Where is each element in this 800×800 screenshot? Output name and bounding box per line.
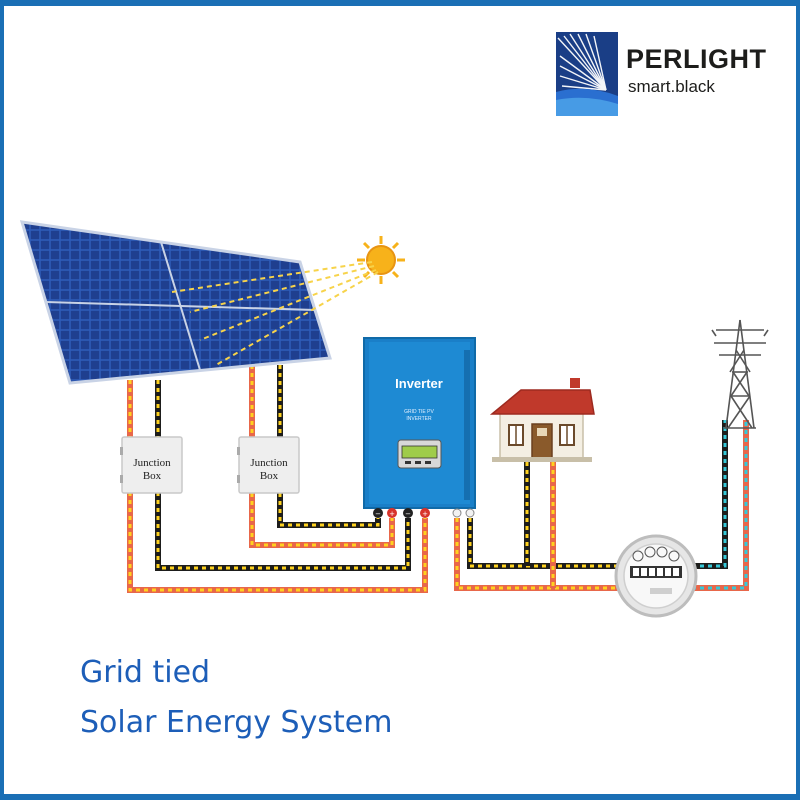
junction-box-2-label-line2: Box	[260, 470, 279, 482]
transmission-tower-icon	[711, 319, 769, 429]
brand-tagline: smart.black	[628, 77, 715, 96]
caption-line-1: Grid tied	[80, 655, 211, 690]
inverter-subtitle-2: INVERTER	[406, 416, 432, 422]
inverter-icon: Inverter GRID TIE PV INVERTER − + − +	[363, 337, 476, 518]
svg-text:+: +	[422, 510, 428, 518]
junction-box-1-label-line2: Box	[143, 470, 162, 482]
junction-box-1-label-line1: Junction	[133, 457, 171, 469]
svg-text:−: −	[375, 510, 381, 518]
house-icon	[489, 378, 595, 462]
brand-logo: PERLIGHT smart.black	[556, 32, 786, 116]
brand-name: PERLIGHT	[626, 44, 767, 74]
inverter-title: Inverter	[395, 376, 443, 391]
junction-box-2: Junction Box	[237, 436, 300, 494]
sun-icon	[357, 236, 405, 284]
solar-panel-icon	[19, 220, 379, 385]
inverter-subtitle-1: GRID TIE PV	[404, 409, 434, 415]
electric-meter-icon	[614, 534, 698, 618]
wire-ac-neutral	[467, 518, 628, 569]
junction-box-1: Junction Box	[120, 436, 183, 494]
wire-grid-line	[684, 420, 749, 591]
svg-text:−: −	[405, 510, 411, 518]
inverter-terminals: − + − +	[373, 508, 475, 518]
junction-box-2-label-line1: Junction	[250, 457, 288, 469]
wire-ac-line	[454, 518, 628, 591]
ac-wiring	[454, 420, 749, 591]
caption-line-2: Solar Energy System	[80, 705, 393, 740]
wire-grid-neutral	[684, 420, 728, 569]
svg-text:+: +	[389, 510, 395, 518]
logo-mark-icon	[556, 32, 618, 116]
sunbeams	[171, 261, 379, 366]
